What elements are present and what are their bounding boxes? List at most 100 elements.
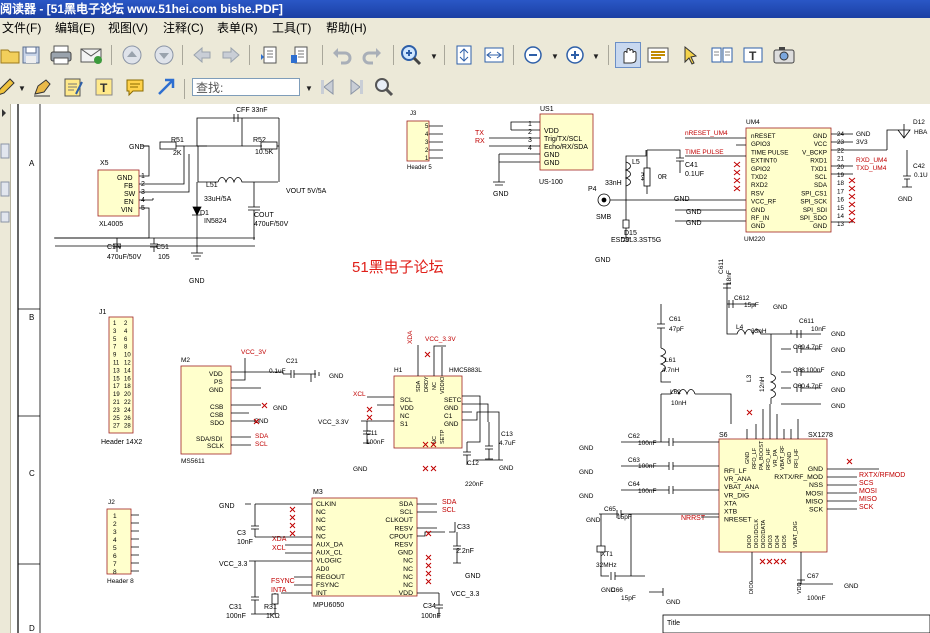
svg-text:0R: 0R [658,174,667,181]
svg-text:GND: GND [579,493,594,500]
zoom-icon[interactable] [400,43,424,67]
svg-text:GND: GND [898,196,913,203]
next-page-icon[interactable] [152,43,176,67]
um4-left-pin-5: TXD2 [751,174,768,181]
um4-pin-num-0: 24 [837,131,845,138]
c1n-ref: C1N [107,244,121,251]
svg-text:L62: L62 [670,389,681,396]
x5-pin-gnd: GND [117,175,133,182]
svg-text:XDA: XDA [272,536,287,543]
svg-text:GND: GND [329,373,344,380]
search-input[interactable]: 查找: [192,78,300,96]
j1-pin-odd: 15 [113,376,120,382]
zoom-in-icon[interactable] [563,43,587,67]
s6-right-pin-0: GND [808,466,823,473]
menu-comment[interactable]: 注释(C) [163,21,204,35]
svg-text:C61: C61 [669,316,681,323]
find-prev-icon[interactable] [316,75,340,99]
comment-icon[interactable] [123,75,147,99]
side-panel-strip[interactable] [0,104,11,633]
svg-text:SETP: SETP [440,429,446,444]
pencil-icon[interactable] [0,75,18,99]
svg-text:33nH: 33nH [605,180,622,187]
svg-text:R4: R4 [639,172,646,181]
highlighter-icon[interactable] [30,75,54,99]
svg-text:100nF: 100nF [638,488,656,495]
svg-text:5: 5 [113,545,117,552]
zoom-dropdown-arrow-icon[interactable]: ▼ [430,52,438,61]
select-text-icon[interactable] [646,43,670,67]
document-view[interactable]: Title A B C D 51黑电子论坛 X5 XL4005 GND FB S… [11,104,930,633]
j1-pin-even: 18 [124,384,131,390]
j1-pin-odd: 17 [113,384,120,390]
undo-icon[interactable] [330,43,354,67]
search-dropdown-icon[interactable]: ▼ [305,84,313,93]
camera-icon[interactable] [772,43,796,67]
svg-text:SDA: SDA [416,380,422,392]
zoom-out-dropdown-icon[interactable]: ▼ [551,52,559,61]
j1-pin-odd: 11 [113,361,120,367]
um4-pin-num-6: 18 [837,180,845,187]
menu-tools[interactable]: 工具(T) [272,21,312,35]
find-next-icon[interactable] [344,75,368,99]
extract-page-icon[interactable] [258,43,282,67]
text-box-icon[interactable]: T [92,75,116,99]
svg-text:2: 2 [425,148,429,154]
svg-text:5: 5 [425,124,429,130]
svg-text:nRESET_UM4: nRESET_UM4 [685,130,728,137]
svg-text:DIO0: DIO0 [749,581,755,594]
um4-left-pin-11: GND [751,223,765,230]
svg-text:VCC_3.3: VCC_3.3 [451,591,480,598]
svg-text:SCL: SCL [400,397,413,404]
open-folder-icon[interactable] [0,43,22,67]
select-arrow-icon[interactable] [678,43,702,67]
zoom-in-dropdown-icon[interactable]: ▼ [592,52,600,61]
svg-text:SCK: SCK [859,504,874,511]
m3-left-pin-10: FSYNC [316,582,339,589]
svg-text:1: 1 [113,513,117,520]
menu-edit[interactable]: 编辑(E) [55,21,95,35]
um4-right-pin-8: SPI_SCK [800,199,827,206]
um4-right-pin-7: SPI_CS1 [801,190,827,197]
um4-pin-num-7: 17 [837,188,845,195]
svg-text:P4: P4 [588,186,597,193]
fit-width-icon[interactable] [482,43,506,67]
m2-barometer: M2 MS5611 VDD PS GND CSB CSB SDO SDA/SDI… [180,349,344,465]
svg-text:DRDY: DRDY [424,376,430,392]
pencil-dropdown-icon[interactable]: ▼ [18,84,26,93]
um4-right-pin-10: SPI_SDO [800,215,827,222]
svg-text:RFO_HF: RFO_HF [766,447,772,470]
back-icon[interactable] [190,43,214,67]
hand-tool-icon[interactable] [615,42,641,68]
snapshot-icon[interactable] [710,43,734,67]
menu-help[interactable]: 帮助(H) [326,21,367,35]
svg-text:L5: L5 [632,159,640,166]
menu-file[interactable]: 文件(F) [2,21,42,35]
redo-icon[interactable] [360,43,384,67]
email-icon[interactable] [79,43,103,67]
menu-form[interactable]: 表单(R) [217,21,258,35]
find-search-icon[interactable] [372,75,396,99]
forward-icon[interactable] [219,43,243,67]
um4-left-pin-2: TIME PULSE [751,149,788,156]
typewriter-icon[interactable]: T [741,43,765,67]
save-icon[interactable] [19,43,43,67]
note-icon[interactable] [61,75,85,99]
r51-ref: R51 [171,137,184,144]
menu-view[interactable]: 视图(V) [108,21,148,35]
svg-text:GND: GND [493,191,509,198]
zoom-out-icon[interactable] [521,43,545,67]
fit-page-icon[interactable] [452,43,476,67]
prev-page-icon[interactable] [120,43,144,67]
m3-right-pin-2: CLKOUT [385,517,413,524]
svg-text:VDD: VDD [209,371,223,378]
um4-pin-num-1: 23 [837,139,845,146]
svg-text:Echo/RX/SDA: Echo/RX/SDA [544,144,588,151]
svg-text:100nF: 100nF [638,440,656,447]
arrow-icon[interactable] [154,75,178,99]
svg-text:4: 4 [141,197,145,204]
svg-text:100nF: 100nF [421,613,441,620]
print-icon[interactable] [49,43,73,67]
insert-page-icon[interactable] [288,43,312,67]
